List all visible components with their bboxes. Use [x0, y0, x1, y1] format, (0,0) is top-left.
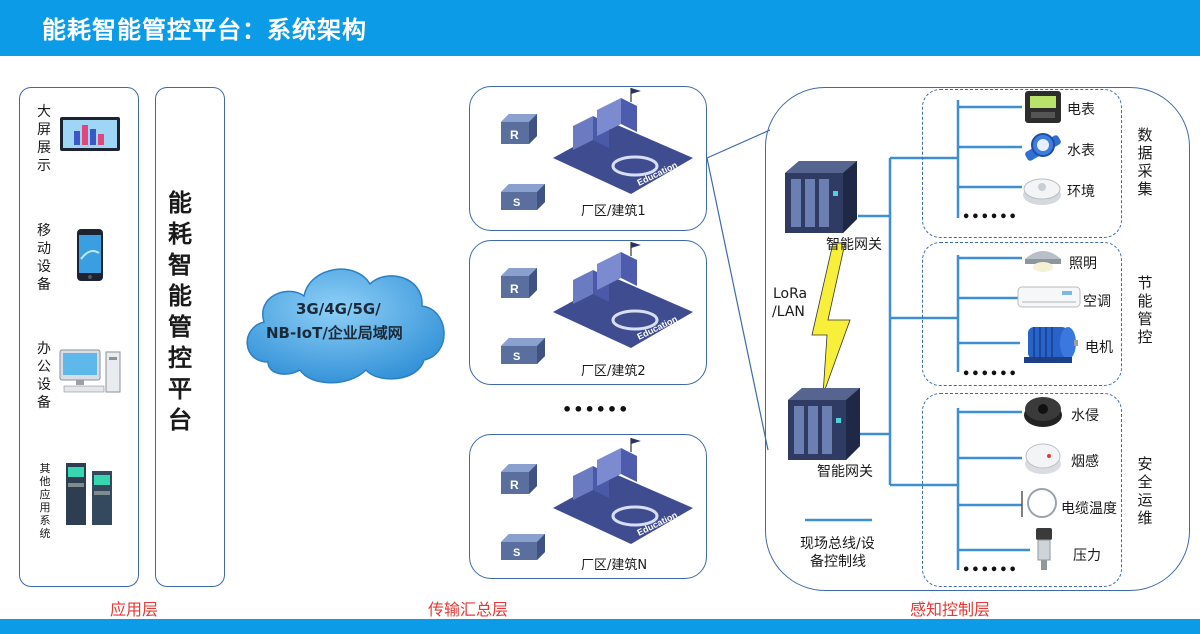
- group-box-data-collection: [922, 89, 1122, 238]
- header-bar: 能耗智能管控平台：系统架构: [0, 0, 1200, 56]
- gateway-label-bottom: 智能网关: [817, 464, 873, 480]
- device-label-lighting: 照明: [1069, 256, 1097, 272]
- group-box-energy-control: [922, 242, 1122, 386]
- group-3-more: ••••••: [962, 563, 1018, 578]
- gateway-server-icon-bottom: [788, 388, 860, 460]
- router-letter: R: [510, 282, 519, 296]
- group-2-more: ••••••: [962, 367, 1018, 382]
- device-label-water-leak: 水侵: [1071, 408, 1099, 424]
- site-2-content: R S Education 厂区/建筑2: [469, 240, 707, 385]
- sites-ellipsis: ••••••: [562, 400, 630, 419]
- group-box-safety: [922, 393, 1122, 587]
- transport-layer-label: 传输汇总层: [428, 600, 509, 619]
- site-label: 厂区/建筑1: [581, 204, 646, 219]
- page-title: 能耗智能管控平台：系统架构: [42, 16, 367, 44]
- mobile-phone-icon: [77, 229, 103, 281]
- app-item-office: 办公设备: [37, 341, 51, 411]
- platform-title: 能耗智能管控平台: [168, 189, 192, 434]
- water-meter-icon: [1025, 133, 1061, 161]
- app-item-big-screen: 大屏展示: [37, 104, 51, 174]
- device-label-smoke: 烟感: [1071, 454, 1099, 470]
- campus-building-icon: Education: [553, 88, 693, 194]
- switch-letter: S: [513, 197, 520, 209]
- router-letter: R: [510, 128, 519, 142]
- gateway-server-icon-top: [785, 161, 857, 233]
- router-letter: R: [510, 478, 519, 492]
- device-label-electric-meter: 电表: [1067, 102, 1095, 118]
- sensing-layer-label: 感知控制层: [910, 600, 991, 619]
- site-label: 厂区/建筑N: [581, 558, 648, 573]
- group-title-safety: 安全运维: [1137, 455, 1153, 527]
- desktop-computer-icon: [59, 349, 121, 393]
- cloud-network-icon: [246, 268, 445, 384]
- site-label: 厂区/建筑2: [581, 364, 646, 379]
- router-icon: R: [501, 464, 537, 494]
- cloud-label-line1: 3G/4G/5G/: [296, 300, 381, 318]
- campus-building-icon: Education: [553, 438, 693, 544]
- water-leak-sensor-icon: [1024, 397, 1062, 427]
- device-label-environment: 环境: [1067, 184, 1095, 200]
- platform-panel: [155, 87, 225, 587]
- footer-bar: [0, 619, 1200, 634]
- cloud-label-line2: NB-IoT/企业局域网: [266, 324, 403, 342]
- device-label-pressure: 压力: [1073, 548, 1101, 564]
- environment-sensor-icon: [1023, 178, 1061, 205]
- device-label-water-meter: 水表: [1067, 143, 1095, 159]
- site-1-content: R S Education 厂区/建筑1: [469, 86, 707, 231]
- cable-temperature-sensor-icon: [1021, 488, 1057, 518]
- switch-letter: S: [513, 351, 520, 363]
- smoke-detector-icon: [1025, 443, 1061, 474]
- group-1-more: ••••••: [962, 210, 1018, 225]
- monitor-icon: [60, 117, 120, 151]
- bus-label-line1: 现场总线/设: [800, 536, 875, 552]
- group-title-data-collection: 数据采集: [1137, 126, 1153, 198]
- link-label-line1: LoRa: [773, 286, 808, 302]
- application-layer-label: 应用层: [110, 600, 159, 619]
- switch-icon: S: [501, 534, 545, 560]
- bus-label-line2: 备控制线: [810, 554, 866, 570]
- device-label-motor: 电机: [1085, 340, 1113, 356]
- electric-meter-icon: [1025, 91, 1061, 123]
- app-item-other: 其他应用系统: [39, 462, 51, 540]
- gateway-label-top: 智能网关: [826, 237, 882, 253]
- group-title-energy-control: 节能管控: [1137, 274, 1153, 346]
- switch-icon: S: [501, 184, 545, 210]
- motor-icon: [1024, 327, 1078, 363]
- lighting-icon: [1025, 251, 1061, 272]
- campus-building-icon: Education: [553, 242, 693, 348]
- device-label-cable-temp: 电缆温度: [1061, 501, 1117, 517]
- router-icon: R: [501, 114, 537, 144]
- server-icon: [66, 463, 112, 525]
- router-icon: R: [501, 268, 537, 298]
- switch-icon: S: [501, 338, 545, 364]
- device-label-air-conditioner: 空调: [1083, 294, 1111, 310]
- link-label-line2: /LAN: [772, 304, 805, 320]
- pressure-sensor-icon: [1036, 528, 1052, 570]
- switch-letter: S: [513, 547, 520, 559]
- air-conditioner-icon: [1017, 286, 1081, 308]
- app-item-mobile: 移动设备: [37, 223, 51, 293]
- site-n-content: R S Education 厂区/建筑N: [469, 434, 707, 579]
